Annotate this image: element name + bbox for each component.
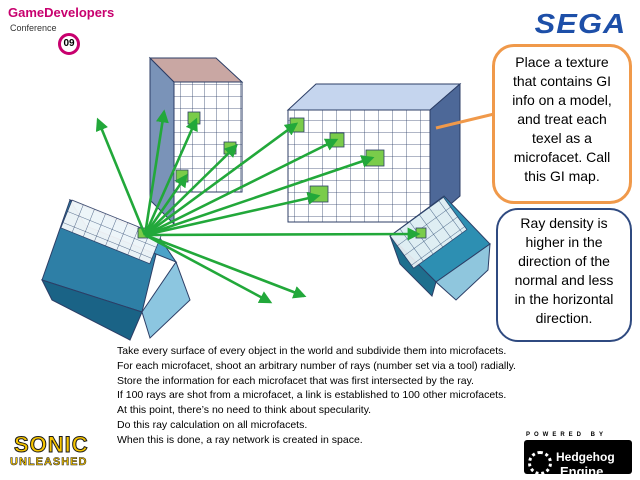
wide-box (286, 82, 462, 224)
hedgehog-engine-logo: POWERED BY Hedgehog Engine (524, 432, 634, 479)
ray-arrow (144, 233, 273, 304)
ray-arrow (144, 191, 321, 237)
microfacet-highlight (289, 117, 305, 133)
sonic-unleashed-logo: SONIC UNLEASHED (10, 432, 108, 476)
ray-arrow (144, 138, 339, 237)
ray-arrow (144, 227, 421, 241)
hedgehog-engine-badge: Hedgehog Engine (524, 440, 632, 479)
microfacet-highlight (309, 185, 329, 203)
ray-arrow (143, 173, 188, 236)
body-text-line: Take every surface of every object in th… (117, 345, 507, 357)
body-text-line: When this is done, a ray network is crea… (117, 433, 363, 446)
sega-logo: SEGA (534, 8, 626, 39)
powered-by-label: POWERED BY (526, 432, 608, 438)
ray-arrow (144, 155, 375, 237)
sonic-logo-title: SONIC (14, 432, 89, 458)
ray-arrow (144, 122, 299, 237)
gi-callout-pointer (435, 112, 495, 130)
body-text-line: At this point, there’s no need to think … (117, 404, 372, 417)
body-text-line: If 100 rays are shot from a microfacet, … (117, 389, 507, 402)
ray-arrows (95, 109, 421, 304)
sonic-logo-subtitle: UNLEASHED (10, 456, 88, 469)
gear-icon (528, 451, 552, 475)
microfacet-highlight (329, 132, 345, 148)
body-text-line: Do this ray calculation on all microface… (117, 418, 308, 431)
body-text-line: For each microfacet, shoot an arbitrary … (117, 359, 516, 372)
ray-arrow (143, 117, 198, 236)
gdc-logo-edition: 09 (58, 33, 80, 55)
ray-arrow (144, 144, 238, 236)
gdc-logo: GameDevelopers Conference 09 (8, 5, 118, 57)
ray-arrow (95, 117, 147, 236)
body-text: Take every surface of every object in th… (117, 344, 577, 448)
gdc-logo-subtitle: Conference (10, 23, 57, 33)
hedgehog-engine-line2: Engine (560, 464, 604, 479)
ray-density-callout: Ray density is higher in the direction o… (496, 208, 632, 342)
body-text-line: Store the information for each microface… (117, 374, 474, 387)
right-cube (389, 195, 491, 301)
wide-box-grid-face (287, 109, 431, 223)
hedgehog-engine-line1: Hedgehog (556, 450, 615, 464)
ray-arrow (144, 233, 307, 299)
ray-arrow (143, 109, 169, 236)
gi-map-callout: Place a texture that contains GI info on… (492, 44, 632, 204)
gdc-logo-title: GameDevelopers (8, 5, 115, 20)
front-cube (41, 198, 191, 341)
